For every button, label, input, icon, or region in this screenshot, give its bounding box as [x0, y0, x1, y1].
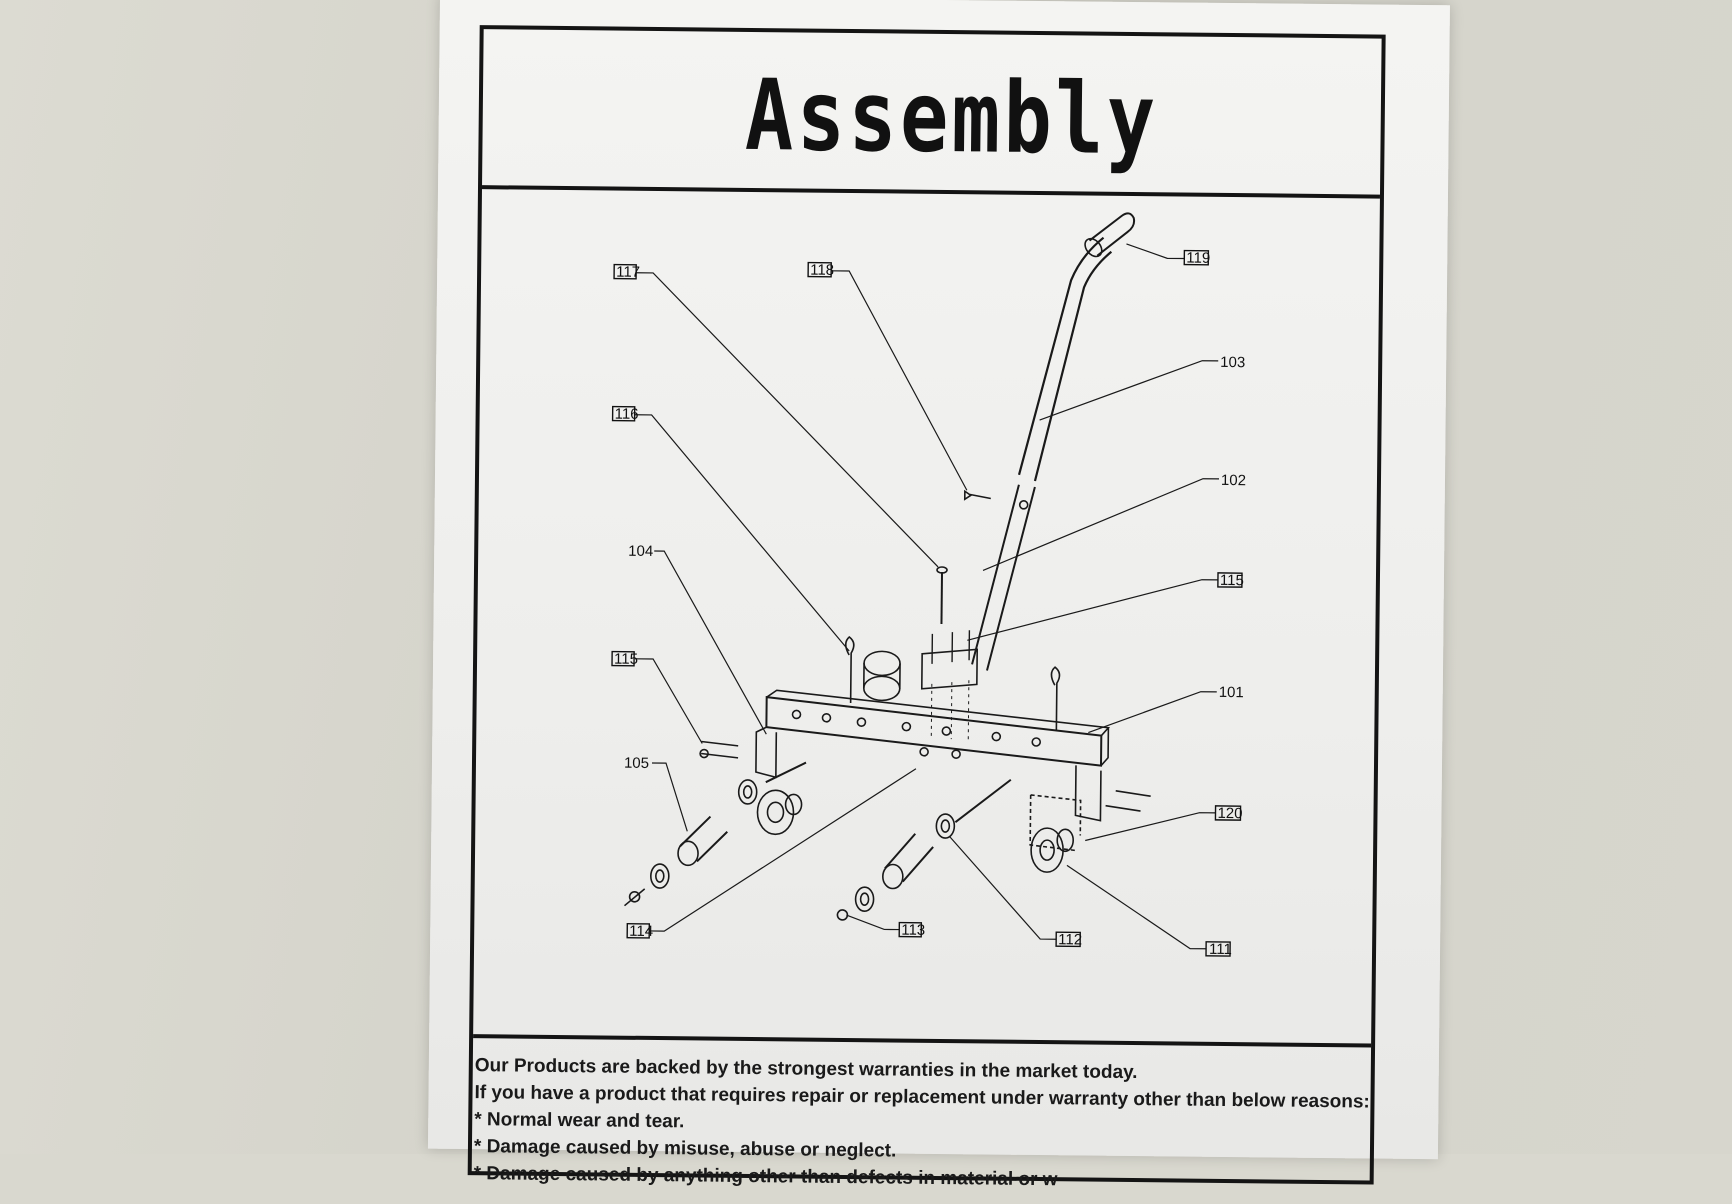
callout-116: 116: [615, 406, 639, 423]
bolt-118: [963, 489, 991, 501]
leader-lines: [634, 243, 1220, 950]
left-axle: [765, 761, 807, 784]
pin-117: [940, 571, 944, 625]
handle-tube-inner: [1033, 250, 1113, 482]
callout-104: 104: [628, 543, 653, 560]
callout-103: 103: [1220, 354, 1245, 371]
page-title: Assembly: [744, 58, 1159, 178]
callout-102: 102: [1221, 472, 1246, 489]
callout-115-left: 115: [614, 651, 638, 668]
callout-101: 101: [1219, 684, 1244, 701]
bracket: [920, 648, 979, 690]
bolt-right: [1105, 790, 1151, 812]
title-box: Assembly: [481, 29, 1382, 199]
center-axle: [954, 778, 1012, 823]
diagram-parts: [623, 212, 1151, 921]
callout-119: 119: [1186, 250, 1210, 267]
callout-118: 118: [810, 262, 834, 279]
handle-tube: [1017, 236, 1105, 476]
callout-114: 114: [629, 923, 653, 940]
callout-labels: 117 118 119 103 116 102 104 115 115 101: [611, 250, 1246, 958]
callout-115-right: 115: [1220, 572, 1244, 589]
clip-pin-right: [1050, 666, 1061, 731]
callout-113: 113: [901, 922, 925, 939]
grip: [1088, 212, 1136, 257]
page-frame: Assembly: [467, 25, 1386, 1204]
roller-center: [884, 833, 934, 883]
warranty-notes: Our Products are backed by the strongest…: [471, 1034, 1372, 1204]
callout-117: 117: [616, 264, 640, 281]
manual-sheet: Assembly: [427, 0, 1450, 1204]
callout-105: 105: [624, 755, 649, 772]
lower-handle: [971, 484, 1036, 671]
exploded-assembly-diagram: 117 118 119 103 116 102 104 115 115 101: [473, 189, 1380, 1068]
callout-111: 111: [1209, 941, 1232, 958]
roller-105: [679, 815, 728, 863]
callout-112: 112: [1058, 931, 1082, 948]
callout-120: 120: [1217, 805, 1242, 822]
